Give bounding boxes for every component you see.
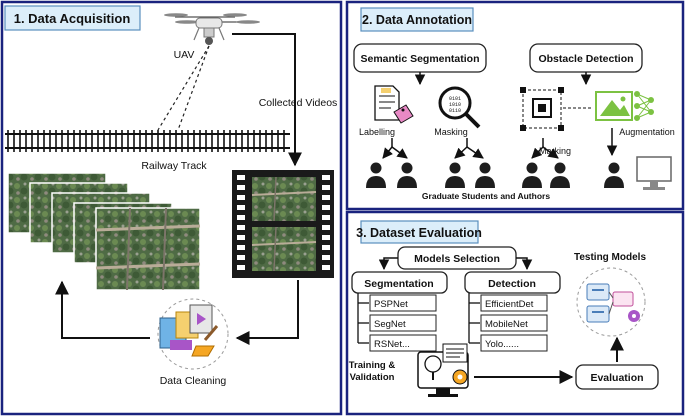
segmentation-label: Segmentation [364, 278, 433, 290]
uav-drone-icon [164, 13, 260, 45]
detection-model-label: MobileNet [485, 319, 528, 330]
marking-bbox-icon [520, 87, 593, 131]
segmentation-model-box [369, 314, 437, 332]
panel2-title: 2. Data Annotation [362, 13, 472, 27]
evaluation-box [575, 364, 659, 390]
arrow [516, 257, 533, 271]
training-computer-icon [417, 343, 469, 397]
panel-data-acquisition: 1. Data Acquisition UAV Collected Videos [0, 0, 343, 416]
railway-track-icon [5, 130, 290, 152]
panel2-title-box [360, 7, 474, 32]
panel-data-annotation: 2. Data Annotation Semantic Segmentation… [345, 0, 685, 211]
panel3-title: 3. Dataset Evaluation [356, 226, 482, 240]
to-images-arrow [55, 280, 150, 339]
detection-model-box [480, 314, 548, 332]
obstacle-detection-label: Obstacle Detection [538, 53, 633, 65]
arrow [378, 257, 398, 271]
panel3-title-box [360, 220, 479, 244]
segmentation-model-box [369, 334, 437, 352]
railway-track-label: Railway Track [141, 160, 207, 172]
detection-model-label: Yolo...... [485, 339, 519, 350]
annotators-people [366, 162, 624, 188]
masking-magnifier-icon: 0101 1010 0110 [438, 86, 481, 129]
uav-label: UAV [174, 49, 195, 61]
svg-text:1010: 1010 [449, 102, 461, 108]
segmentation-model-box [369, 294, 437, 312]
panel1-title: 1. Data Acquisition [14, 11, 131, 26]
annotation-fork-arrows [382, 138, 559, 159]
testing-models-icon [576, 267, 646, 337]
svg-text:0110: 0110 [449, 108, 461, 114]
semantic-segmentation-label: Semantic Segmentation [360, 53, 479, 65]
aerial-image-front [95, 207, 201, 291]
segmentation-model-label: PSPNet [374, 299, 408, 310]
person-icon [397, 162, 417, 188]
person-icon [522, 162, 542, 188]
segmentation-model-label: SegNet [374, 319, 406, 330]
person-icon [445, 162, 465, 188]
augmentation-label: Augmentation [619, 127, 675, 137]
training-label-line2: Validation [350, 372, 395, 383]
to-cleaning-arrow [235, 280, 299, 345]
segmentation-model-label: RSNet... [374, 339, 410, 350]
person-icon [366, 162, 386, 188]
people-label: Graduate Students and Authors [422, 191, 550, 201]
aerial-image-stack [7, 172, 201, 291]
monitor-icon [636, 156, 672, 190]
detection-label: Detection [488, 278, 536, 290]
augmentation-network-icon [595, 91, 654, 121]
camera-view-line [177, 45, 210, 131]
testing-models-label: Testing Models [574, 252, 646, 263]
panel1-title-box [4, 5, 141, 31]
collected-videos-label: Collected Videos [259, 97, 338, 109]
data-cleaning-label: Data Cleaning [160, 375, 227, 387]
svg-text:0101: 0101 [449, 96, 461, 102]
detection-model-box [480, 334, 548, 352]
camera-view-line [157, 45, 210, 131]
detection-box [464, 271, 561, 294]
evaluation-label: Evaluation [590, 372, 643, 384]
collected-videos-arrow [232, 33, 302, 167]
panel1-border [0, 0, 343, 416]
segmentation-box [351, 271, 448, 294]
panel3-border [345, 210, 685, 416]
detection-model-box [480, 294, 548, 312]
panel2-border [345, 0, 685, 211]
person-icon [550, 162, 570, 188]
labelling-label: Labelling [359, 127, 395, 137]
masking-label: Masking [434, 127, 468, 137]
data-cleaning-icon [157, 298, 229, 370]
video-film-strip-icon [232, 170, 334, 278]
training-label-line1: Training & [349, 360, 396, 371]
person-icon [475, 162, 495, 188]
detection-model-label: EfficientDet [485, 299, 534, 310]
person-icon [604, 162, 624, 188]
panel-dataset-evaluation: 3. Dataset Evaluation Models Selection S… [345, 210, 685, 416]
models-selection-label: Models Selection [414, 253, 500, 265]
labelling-icon [374, 85, 414, 124]
